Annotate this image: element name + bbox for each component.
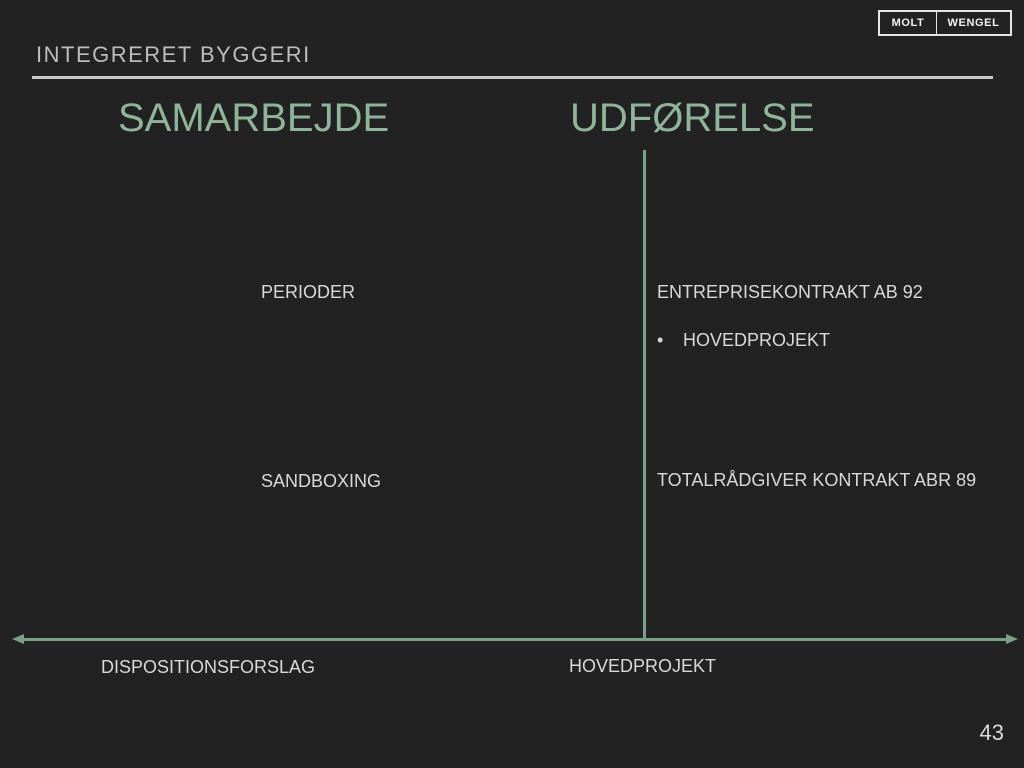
logo-text-right: WENGEL [947,17,1000,29]
vertical-divider [643,150,646,640]
axis-label-right: HOVEDPROJEKT [569,656,717,676]
timeline-axis [22,638,1006,641]
slide-section-title: INTEGRERET BYGGERI [36,42,311,67]
right-bullet-item: • HOVEDPROJEKT [657,330,830,351]
logo-separator [936,12,937,34]
left-column-heading: SAMARBEJDE [118,96,390,140]
right-item-entreprisekontrakt: ENTREPRISEKONTRAKT AB 92 [657,282,923,302]
left-item-sandboxing: SANDBOXING [261,471,382,491]
logo-text-left: MOLT [891,17,925,29]
right-item-totalraadgiver: TOTALRÅDGIVER KONTRAKT ABR 89 [657,470,977,490]
right-column-heading: UDFØRELSE [570,96,815,140]
bullet-icon: • [657,330,664,350]
arrow-right-icon [1006,634,1018,644]
page-number: 43 [979,720,1004,745]
arrow-left-icon [12,634,24,644]
header-divider [32,76,993,79]
left-item-perioder: PERIODER [261,282,356,302]
company-logo: MOLT WENGEL [878,10,1012,36]
bullet-item-label: HOVEDPROJEKT [683,330,831,350]
axis-label-left: DISPOSITIONSFORSLAG [101,657,316,677]
